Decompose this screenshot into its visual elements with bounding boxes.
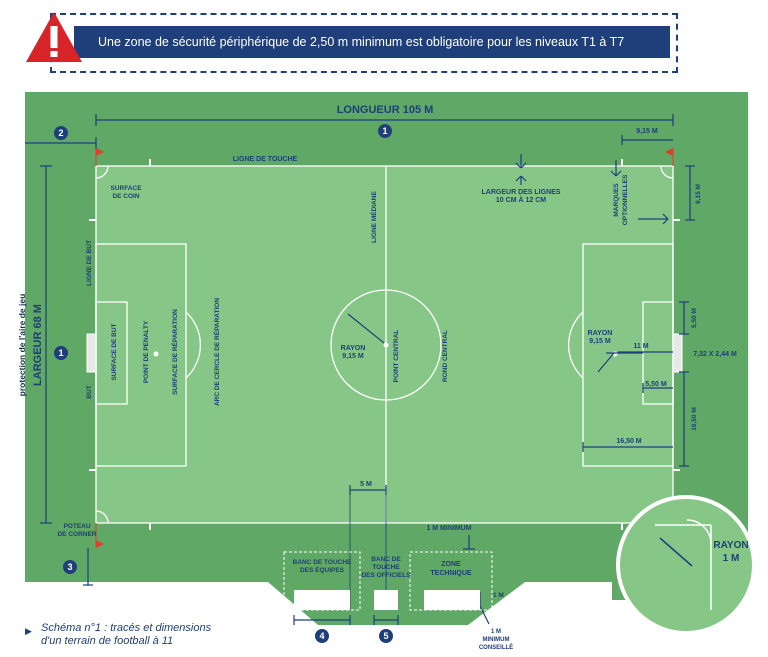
label-largeur: LARGEUR 68 M — [32, 304, 44, 386]
label-banc-equipes: BANC DE TOUCHE — [293, 559, 352, 566]
outer-field — [25, 92, 748, 625]
corner-arc-tl — [95, 165, 109, 179]
label-915-top: 9,15 M — [636, 128, 658, 135]
label-poteau-2: DE CORNER — [57, 531, 96, 538]
label-banc-officiels-3: DES OFFICIELS — [361, 572, 411, 579]
label-point-penalty: POINT DE PENALTY — [143, 320, 150, 383]
corner-flag-tr — [665, 148, 673, 156]
technical-bench — [424, 590, 480, 610]
label-banc-officiels: BANC DE — [371, 556, 401, 563]
label-1m-conseille-3: CONSEILLÉ — [479, 643, 513, 651]
zoom-circle — [616, 495, 756, 635]
corner-arc-bl — [95, 510, 109, 524]
badge-3: 3 — [67, 562, 72, 572]
left-goal-area — [95, 301, 128, 405]
center-circle — [330, 289, 442, 401]
label-1m-conseille: 1 M — [491, 629, 501, 635]
label-ligne-but: LIGNE DE BUT — [86, 240, 93, 286]
label-surface-but: SURFACE DE BUT — [111, 323, 118, 380]
label-point-central: POINT CENTRAL — [393, 330, 400, 383]
label-banc-equipes-2: DES ÉQUIPES — [300, 565, 345, 574]
label-banc-officiels-2: TOUCHE — [372, 564, 400, 571]
caption-line-2: d'un terrain de football à 11 — [41, 635, 174, 647]
label-marques: MARQUES — [613, 183, 620, 217]
touch-line — [95, 165, 674, 524]
label-longueur: LONGUEUR 105 M — [337, 104, 434, 116]
corner-arc-br — [660, 510, 674, 524]
label-ligne-touche: LIGNE DE TOUCHE — [233, 156, 298, 163]
corner-flag-tl — [96, 148, 104, 156]
left-penalty-spot — [153, 351, 159, 357]
left-penalty-area — [95, 243, 187, 467]
label-zoom-rayon: RAYON — [713, 540, 748, 551]
label-zoom-rayon-val: 1 M — [723, 553, 740, 564]
label-poteau: POTEAU — [63, 523, 90, 530]
right-penalty-spot — [612, 351, 618, 357]
label-1m-conseille-2: MINIMUM — [483, 637, 510, 643]
label-surface-reparation: SURFACE DE RÉPARATION — [170, 309, 179, 395]
caption-arrow-icon: ▶ — [25, 626, 32, 636]
corner-arc-tr — [660, 165, 674, 179]
caption-line-1: Schéma n°1 : tracés et dimensions — [41, 622, 212, 634]
label-1650-right: 16,50 M — [691, 407, 698, 431]
label-ligne-mediane: LIGNE MÉDIANE — [369, 191, 378, 243]
badge-1-left: 1 — [58, 348, 63, 358]
center-spot — [383, 342, 389, 348]
side-label-protection: protection de l'aire de jeu — [17, 293, 27, 397]
teams-bench-zone — [283, 551, 361, 611]
officials-bench — [374, 590, 398, 610]
label-732: 7,32 X 2,44 M — [693, 351, 737, 358]
left-penalty-arc — [185, 311, 202, 379]
label-550: 5,50 M — [645, 381, 667, 388]
label-1650: 16,50 M — [616, 438, 641, 445]
label-largeur-lignes-val: 10 CM À 12 CM — [496, 195, 546, 204]
label-11m: 11 M — [633, 343, 648, 350]
label-rond-central: ROND CENTRAL — [442, 330, 449, 382]
label-rayon-right: RAYON — [588, 330, 613, 337]
badge-1-top: 1 — [382, 126, 387, 136]
right-goal-area — [642, 301, 674, 405]
label-rayon-center: RAYON — [341, 345, 366, 352]
badge-2: 2 — [58, 128, 63, 138]
label-but: BUT — [86, 385, 93, 398]
warning-icon — [26, 12, 82, 62]
label-arc-reparation: ARC DE CERCLE DE RÉPARATION — [212, 298, 221, 406]
safety-banner: Une zone de sécurité périphérique de 2,5… — [74, 26, 670, 58]
caption: ▶ Schéma n°1 : tracés et dimensions d'un… — [25, 622, 211, 648]
technical-zone — [409, 551, 493, 611]
label-surface-coin: SURFACE — [110, 185, 142, 192]
label-550-right: 5,50 M — [691, 308, 698, 328]
label-915-right: 9,15 M — [695, 184, 702, 204]
label-rayon-center-val: 9,15 M — [342, 353, 364, 360]
corner-flag-br — [665, 540, 673, 548]
right-penalty-arc — [567, 311, 584, 379]
label-marques-2: OPTIONNELLES — [622, 174, 629, 225]
corner-flag-bl — [96, 540, 104, 548]
badge-5: 5 — [383, 631, 388, 641]
left-goal — [86, 333, 97, 373]
label-1m-minimum: 1 M MINIMUM — [426, 525, 471, 532]
label-zone-2: TECHNIQUE — [430, 570, 472, 577]
playing-area — [96, 166, 673, 523]
label-5m: 5 M — [360, 481, 372, 488]
right-goal — [672, 333, 683, 373]
label-surface-coin-2: DE COIN — [112, 193, 139, 200]
teams-bench — [294, 590, 350, 610]
label-largeur-lignes: LARGEUR DES LIGNES — [482, 189, 561, 196]
label-zone: ZONE — [441, 561, 461, 568]
label-rayon-right-val: 9,15 M — [589, 338, 611, 345]
right-penalty-area — [582, 243, 674, 467]
label-1m: 1 M — [493, 592, 504, 599]
badge-4: 4 — [319, 631, 324, 641]
